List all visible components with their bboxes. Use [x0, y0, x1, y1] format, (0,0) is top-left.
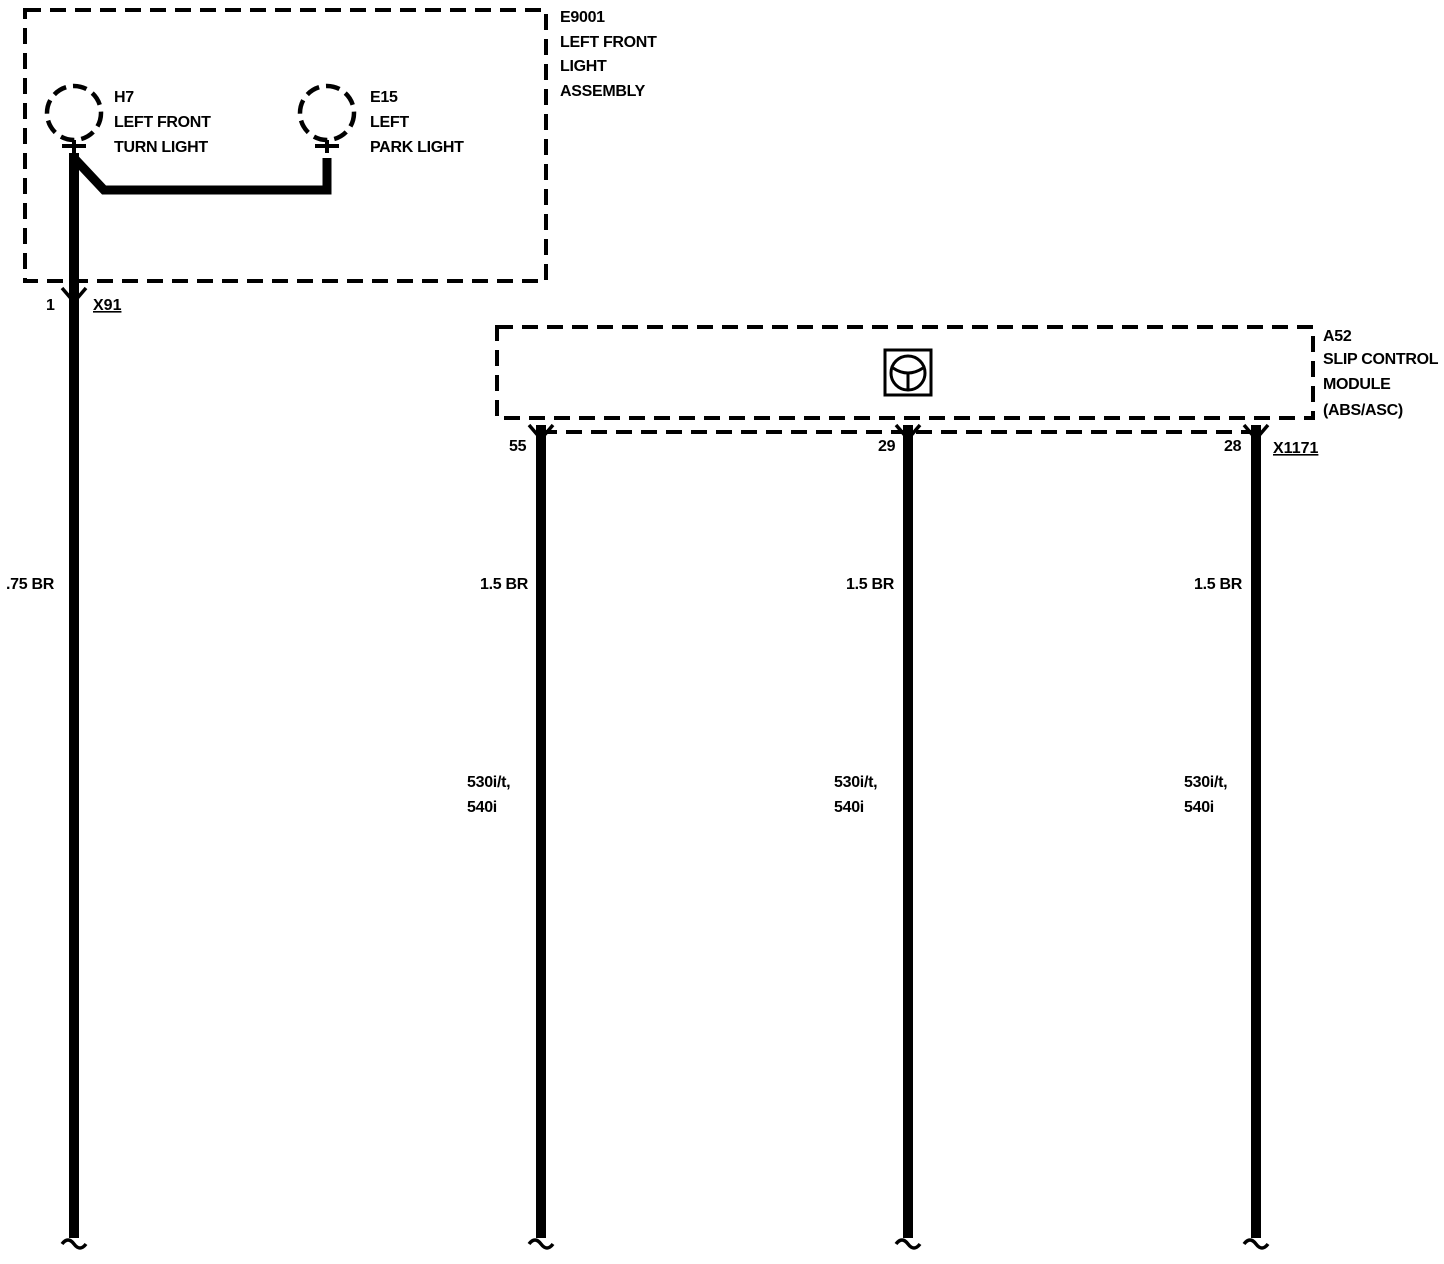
park-light-line2: PARK LIGHT — [370, 139, 464, 156]
assembly-line3: ASSEMBLY — [560, 83, 646, 100]
module-wire: 28 1.5 BR 530i/t, 540i — [1184, 423, 1270, 1250]
wire-note2: 540i — [1184, 799, 1214, 816]
wire-pin: 28 — [1224, 438, 1242, 455]
connector-x91-icon — [60, 286, 88, 305]
module-line2: MODULE — [1323, 376, 1391, 393]
turn-light-bulb-icon — [44, 83, 104, 153]
wire-pin: 55 — [509, 438, 527, 455]
park-light-line1: LEFT — [370, 114, 409, 131]
assembly-id: E9001 — [560, 9, 605, 26]
wire-size: 1.5 BR — [846, 576, 895, 593]
turn-light-line2: TURN LIGHT — [114, 139, 208, 156]
connector-pin-icon — [1242, 423, 1270, 442]
wire-break-icon — [894, 1238, 922, 1250]
module-wire: 55 1.5 BR 530i/t, 540i — [467, 423, 555, 1250]
park-light-bulb-icon — [297, 83, 357, 153]
wire-size: 1.5 BR — [1194, 576, 1243, 593]
module-id: A52 — [1323, 328, 1352, 345]
wire-note2: 540i — [467, 799, 497, 816]
module-line3: (ABS/ASC) — [1323, 402, 1403, 419]
assembly-line2: LIGHT — [560, 58, 607, 75]
wire-note1: 530i/t, — [834, 774, 877, 791]
wire-note1: 530i/t, — [1184, 774, 1227, 791]
turn-light-id: H7 — [114, 89, 134, 106]
turn-light-line1: LEFT FRONT — [114, 114, 211, 131]
wire-pin: 29 — [878, 438, 896, 455]
module-box — [495, 325, 1315, 420]
light-assembly-box — [23, 8, 548, 283]
module-wire: 29 1.5 BR 530i/t, 540i — [834, 423, 922, 1250]
wire-size: 1.5 BR — [480, 576, 529, 593]
assembly-line1: LEFT FRONT — [560, 34, 657, 51]
splice-wire — [70, 154, 332, 195]
module-line1: SLIP CONTROL — [1323, 351, 1439, 368]
connector-x91-pin: 1 — [46, 297, 55, 314]
connector-pin-icon — [894, 423, 922, 442]
wire-break-icon — [527, 1238, 555, 1250]
wire-break-icon — [1242, 1238, 1270, 1250]
wire-left-label: .75 BR — [6, 576, 55, 593]
wire-note2: 540i — [834, 799, 864, 816]
connector-pin-icon — [527, 423, 555, 442]
wire-note1: 530i/t, — [467, 774, 510, 791]
wire-left-break-icon — [60, 1238, 88, 1250]
park-light-id: E15 — [370, 89, 398, 106]
connector-x1171-name: X1171 — [1273, 440, 1318, 457]
connector-x91-name: X91 — [93, 297, 122, 314]
steering-wheel-icon — [883, 348, 933, 397]
